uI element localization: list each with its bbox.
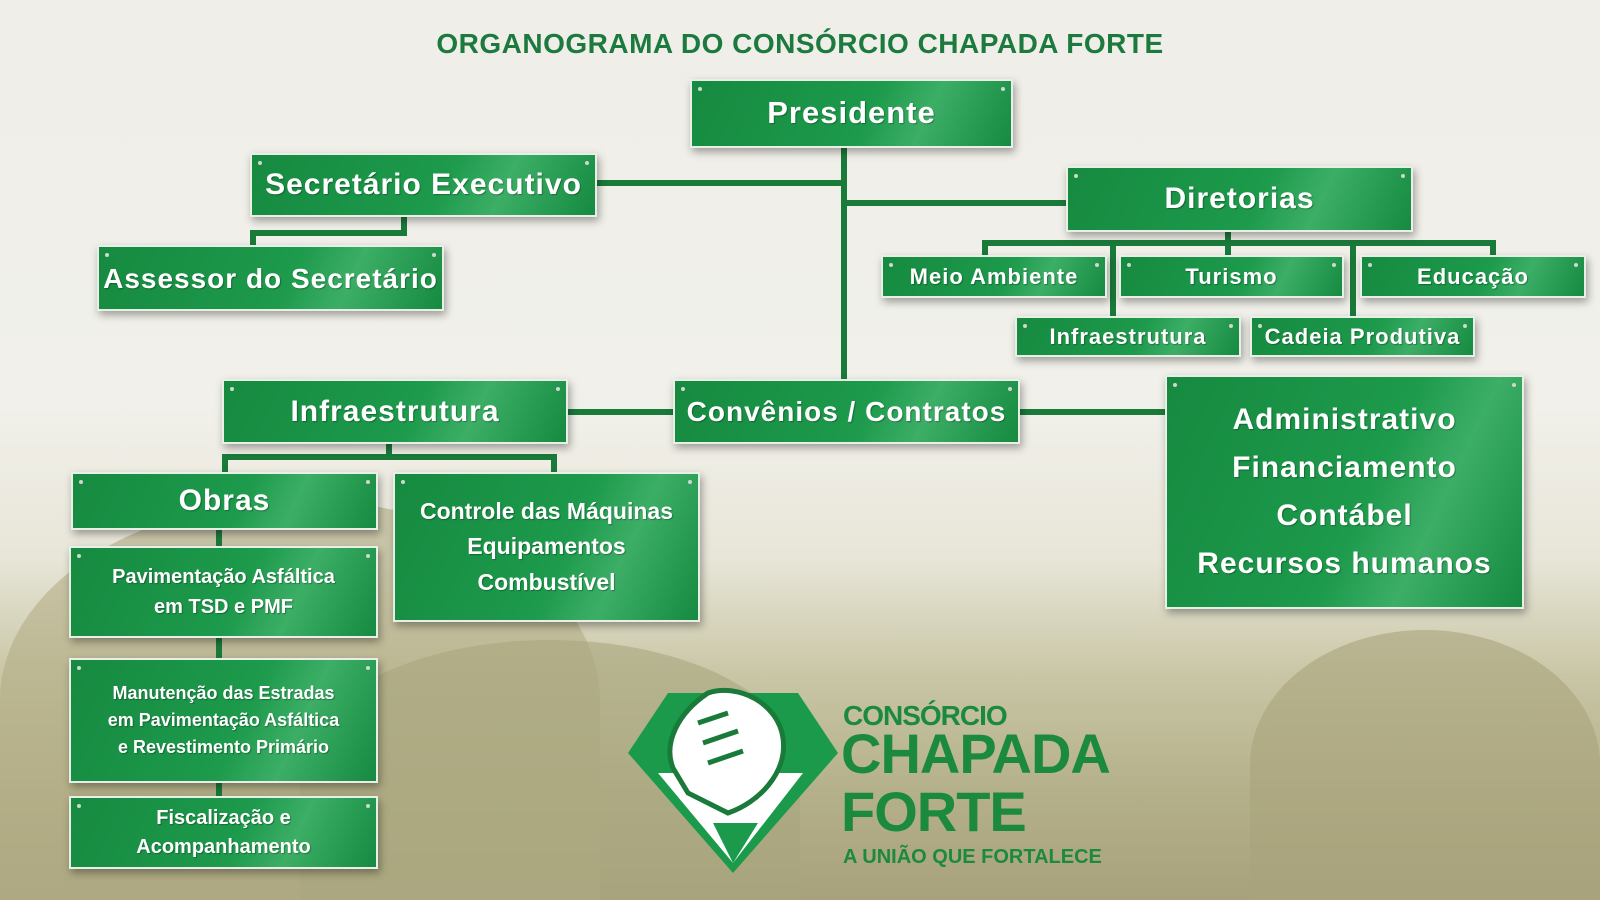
- node-infraestrutura: Infraestrutura: [222, 379, 568, 444]
- connector: [982, 240, 988, 256]
- node-meio-ambiente: Meio Ambiente: [881, 255, 1107, 298]
- node-label: Acompanhamento: [136, 835, 311, 858]
- node-label: Presidente: [767, 95, 936, 131]
- connector: [386, 444, 392, 457]
- connector: [1020, 409, 1165, 415]
- node-label: Obras: [178, 484, 271, 518]
- page-title: ORGANOGRAMA DO CONSÓRCIO CHAPADA FORTE: [436, 28, 1164, 59]
- node-assessor: Assessor do Secretário: [97, 245, 444, 311]
- handshake-logo-icon: [628, 687, 838, 873]
- node-label: em Pavimentação Asfáltica: [107, 710, 340, 730]
- connector: [1225, 232, 1231, 244]
- background-hill: [1250, 630, 1600, 900]
- node-label: e Revestimento Primário: [117, 737, 330, 757]
- connector: [222, 454, 557, 460]
- node-label: Combustível: [477, 568, 616, 595]
- logo-tagline: A UNIÃO QUE FORTALECE: [843, 846, 1102, 868]
- connector: [250, 230, 407, 236]
- node-label: Equipamentos: [467, 533, 626, 560]
- node-label: Recursos humanos: [1197, 547, 1492, 580]
- node-label: em TSD e PMF: [154, 596, 293, 618]
- logo-text-forte: FORTE: [841, 780, 1027, 843]
- node-manutencao: Manutenção das Estradas em Pavimentação …: [69, 658, 378, 783]
- connector: [222, 454, 228, 472]
- node-secretario-executivo: Secretário Executivo: [250, 153, 597, 217]
- node-label: Contábel: [1276, 499, 1413, 532]
- node-label: Financiamento: [1232, 451, 1457, 484]
- node-obras: Obras: [71, 472, 378, 530]
- connector: [844, 200, 1066, 206]
- node-pavimentacao: Pavimentação Asfáltica em TSD e PMF: [69, 546, 378, 638]
- node-fiscalizacao: Fiscalização e Acompanhamento: [69, 796, 378, 869]
- logo-text-chapada: CHAPADA: [841, 722, 1111, 785]
- connector: [982, 240, 1496, 246]
- node-label: Manutenção das Estradas: [112, 683, 335, 703]
- node-diretorias: Diretorias: [1066, 166, 1413, 232]
- node-label: Meio Ambiente: [909, 263, 1079, 289]
- connector: [597, 180, 844, 186]
- node-label: Assessor do Secretário: [103, 262, 438, 294]
- node-label: Controle das Máquinas: [419, 497, 674, 524]
- node-label: Infraestrutura: [290, 394, 500, 428]
- node-label: Cadeia Produtiva: [1264, 323, 1461, 349]
- node-label: Administrativo: [1232, 403, 1457, 436]
- node-label: Diretorias: [1164, 182, 1315, 216]
- node-label: Educação: [1417, 263, 1529, 289]
- connector: [1350, 240, 1356, 316]
- node-label: Convênios / Contratos: [686, 396, 1007, 427]
- node-controle-maquinas: Controle das Máquinas Equipamentos Combu…: [393, 472, 700, 622]
- node-diretoria-infraestrutura: Infraestrutura: [1015, 316, 1241, 357]
- node-label: Fiscalização e: [156, 806, 291, 829]
- node-label: Turismo: [1185, 263, 1278, 289]
- connector: [1490, 240, 1496, 256]
- node-label: Pavimentação Asfáltica: [112, 566, 335, 588]
- node-label: Secretário Executivo: [265, 168, 582, 202]
- node-educacao: Educação: [1360, 255, 1586, 298]
- node-convenios: Convênios / Contratos: [673, 379, 1020, 444]
- connector: [1110, 240, 1116, 316]
- connector: [841, 148, 847, 380]
- connector: [250, 230, 256, 246]
- node-turismo: Turismo: [1119, 255, 1344, 298]
- connector: [1225, 240, 1231, 256]
- connector: [568, 409, 673, 415]
- node-label: Infraestrutura: [1049, 323, 1207, 349]
- logo-text-consorcio: CONSÓRCIO: [843, 700, 1008, 731]
- node-presidente: Presidente: [690, 79, 1013, 148]
- node-cadeia-produtiva: Cadeia Produtiva: [1250, 316, 1475, 357]
- connector: [551, 454, 557, 472]
- connector: [401, 217, 407, 233]
- node-administrativo: Administrativo Financiamento Contábel Re…: [1165, 375, 1524, 609]
